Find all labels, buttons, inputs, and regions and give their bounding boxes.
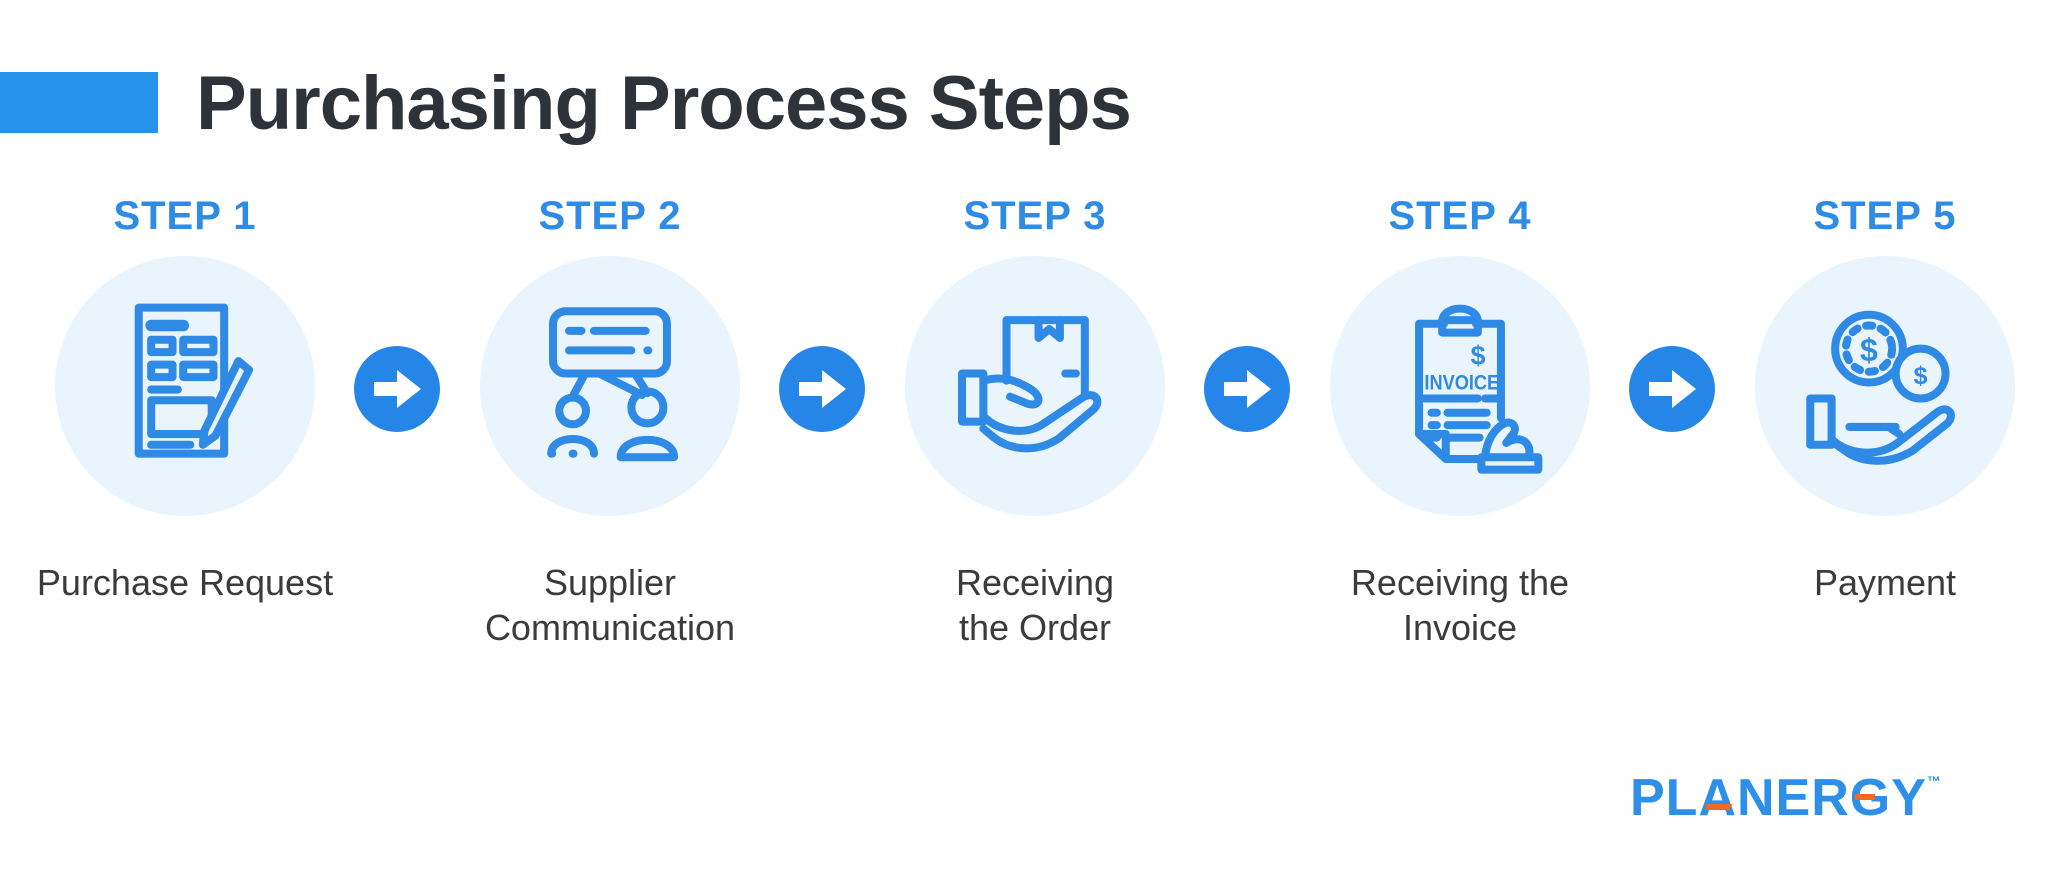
logo-orange-accent-g [1855, 794, 1875, 800]
step-2-label: STEP 2 [538, 194, 682, 238]
svg-text:$: $ [1471, 341, 1486, 371]
step-3-icon-circle [905, 256, 1165, 516]
step-2-name: Supplier Communication [484, 562, 736, 648]
step-column-2: STEP 2 Supplier Communication [430, 194, 790, 650]
step-5-name: Payment [1813, 562, 1957, 603]
svg-text:$: $ [1914, 362, 1928, 390]
step-5-icon-circle: $ $ [1755, 256, 2015, 516]
step-1-icon-circle [55, 256, 315, 516]
planergy-logo: PLANERGY™ [1630, 772, 1941, 824]
step-2-icon-circle [480, 256, 740, 516]
step-3-label: STEP 3 [963, 194, 1107, 238]
svg-text:$: $ [1860, 332, 1878, 368]
step-4-name: Receiving the Invoice [1350, 562, 1570, 648]
purchase-request-document-icon [134, 303, 254, 458]
trademark-symbol: ™ [1926, 773, 1941, 789]
hand-holding-box-icon [958, 316, 1102, 453]
title-accent-bar [0, 72, 158, 133]
step-4-label: STEP 4 [1388, 194, 1532, 238]
arrow-right-icon [1629, 346, 1715, 432]
arrow-right-icon [779, 346, 865, 432]
step-5-label: STEP 5 [1813, 194, 1957, 238]
step-column-1: STEP 1 Purchase Request [5, 194, 365, 605]
step-4-icon-circle: $ INVOICE [1330, 256, 1590, 516]
step-1-name: Purchase Request [36, 562, 334, 603]
logo-orange-accent-a [1704, 804, 1733, 810]
planergy-logo-text: PLANERGY [1630, 769, 1927, 827]
step-column-4: STEP 4 $ INVOICE Receiving the Invo [1280, 194, 1640, 650]
svg-text:INVOICE: INVOICE [1424, 371, 1499, 395]
arrow-right-icon [354, 346, 440, 432]
supplier-communication-icon [547, 307, 679, 462]
arrow-right-icon [1204, 346, 1290, 432]
invoice-clipboard-icon: $ INVOICE [1415, 304, 1543, 474]
step-column-5: STEP 5 $ $ Payment [1705, 194, 2048, 605]
step-column-3: STEP 3 Receiving the Order [855, 194, 1215, 650]
step-1-label: STEP 1 [113, 194, 257, 238]
step-3-name: Receiving the Order [955, 562, 1115, 648]
hand-with-coins-payment-icon: $ $ [1806, 310, 1955, 465]
page-title: Purchasing Process Steps [196, 61, 1132, 146]
